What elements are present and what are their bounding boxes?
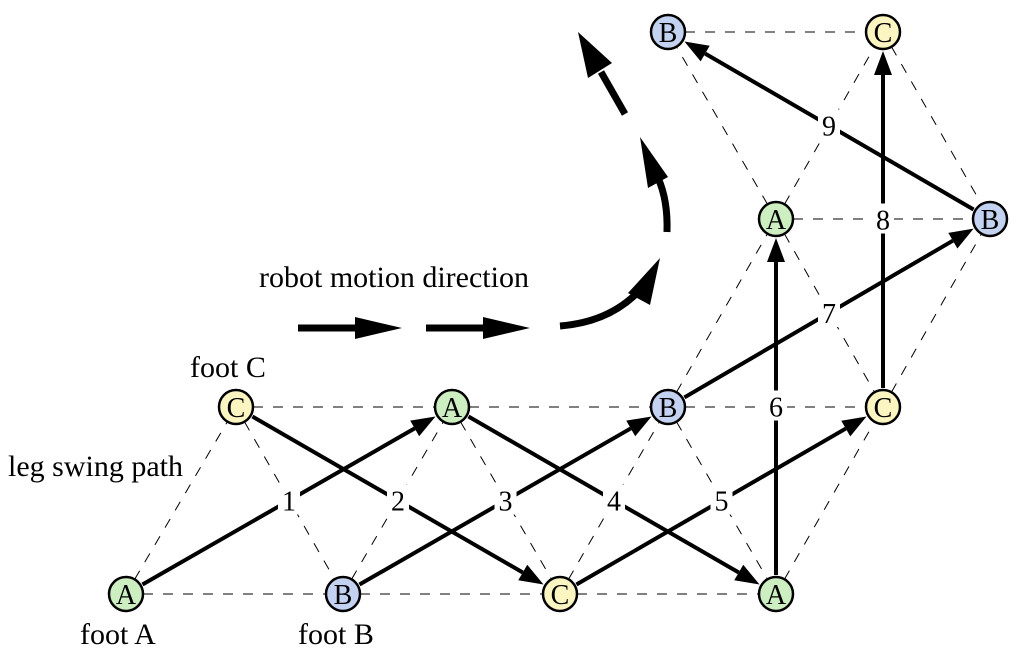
leg-swing-path-label: leg swing path bbox=[8, 450, 183, 483]
step-arrow-head bbox=[626, 416, 652, 437]
step-arrow-head bbox=[734, 564, 760, 585]
step-number-label: 6 bbox=[769, 393, 783, 424]
dashed-lattice bbox=[134, 31, 983, 595]
foot-node-letter: A bbox=[766, 580, 787, 611]
foot-node-circle bbox=[864, 388, 902, 426]
step-number-label: 8 bbox=[876, 206, 890, 237]
step-label-background bbox=[818, 297, 840, 327]
foot-node-circle bbox=[864, 13, 902, 51]
foot-node-c: C bbox=[864, 13, 902, 51]
foot-node-circle bbox=[649, 13, 687, 51]
foot-node-letter: B bbox=[659, 18, 678, 49]
foot-node-letter: C bbox=[874, 393, 893, 424]
motion-curve-1-head bbox=[628, 258, 660, 305]
step-arrow-head bbox=[841, 416, 867, 437]
motion-dash-3 bbox=[597, 70, 629, 116]
foot-node-b: B bbox=[971, 200, 1009, 238]
lattice-edge bbox=[676, 46, 768, 205]
foot-b-label: foot B bbox=[298, 618, 374, 651]
step-number-label: 2 bbox=[391, 487, 405, 518]
robot-motion-direction-label: robot motion direction bbox=[259, 261, 529, 294]
motion-curve-1 bbox=[559, 287, 643, 330]
motion-curve-2-head bbox=[640, 137, 668, 188]
foot-node-circle bbox=[757, 200, 795, 238]
step-label-background bbox=[710, 484, 733, 515]
foot-node-circle bbox=[971, 200, 1009, 238]
foot-a-label: foot A bbox=[80, 618, 156, 651]
step-arrow-head bbox=[874, 51, 892, 75]
foot-node-circle bbox=[649, 388, 687, 426]
step-number-label: 9 bbox=[822, 112, 836, 143]
foot-nodes: A B C A C A B C A B B C bbox=[107, 13, 1009, 613]
foot-node-circle bbox=[107, 575, 145, 613]
foot-node-letter: B bbox=[981, 205, 1000, 236]
step-label-background bbox=[872, 203, 894, 234]
step-arrow-head bbox=[767, 238, 785, 262]
step-label-background bbox=[278, 484, 300, 515]
foot-node-a: A bbox=[757, 575, 795, 613]
lattice-edge bbox=[891, 46, 982, 205]
foot-node-c: C bbox=[541, 575, 579, 613]
foot-node-circle bbox=[757, 575, 795, 613]
step-number-label: 1 bbox=[282, 487, 296, 518]
motion-dash-1-head bbox=[355, 317, 402, 339]
foot-c-label: foot C bbox=[190, 351, 266, 384]
motion-curve-2 bbox=[654, 176, 671, 233]
motion-direction-arrow bbox=[298, 32, 671, 339]
foot-node-letter: B bbox=[659, 393, 678, 424]
foot-node-circle bbox=[324, 575, 362, 613]
step-arrows: 1 2 3 4 5 6 7 8 9 bbox=[141, 41, 975, 587]
motion-dash-2-head bbox=[483, 317, 530, 339]
motion-dash-3-head bbox=[578, 32, 612, 78]
foot-node-circle bbox=[433, 388, 471, 426]
step-label-background bbox=[818, 109, 840, 140]
foot-node-c: C bbox=[217, 388, 255, 426]
step-label-background bbox=[494, 484, 517, 515]
foot-node-letter: A bbox=[442, 393, 463, 424]
foot-node-b: B bbox=[649, 13, 687, 51]
step-number-label: 7 bbox=[822, 299, 836, 330]
step-arrow-head bbox=[518, 564, 544, 585]
foot-node-letter: C bbox=[551, 580, 570, 611]
step-arrow-head bbox=[948, 228, 974, 249]
step-arrow-head bbox=[410, 416, 436, 437]
foot-node-letter: B bbox=[334, 580, 353, 611]
step-number-label: 3 bbox=[499, 487, 513, 518]
lattice-edge bbox=[676, 233, 768, 393]
step-label-background bbox=[765, 390, 787, 421]
foot-node-a: A bbox=[433, 388, 471, 426]
step-number-label: 5 bbox=[715, 487, 729, 518]
foot-node-a: A bbox=[757, 200, 795, 238]
foot-node-letter: A bbox=[766, 205, 787, 236]
step-arrow-head bbox=[684, 41, 710, 62]
foot-node-letter: C bbox=[227, 393, 246, 424]
step-number-label: 4 bbox=[607, 487, 621, 518]
foot-node-b: B bbox=[324, 575, 362, 613]
foot-node-b: B bbox=[649, 388, 687, 426]
foot-node-a: A bbox=[107, 575, 145, 613]
lattice-edge bbox=[784, 421, 875, 580]
foot-node-c: C bbox=[864, 388, 902, 426]
step-label-background bbox=[387, 484, 409, 515]
foot-node-circle bbox=[541, 575, 579, 613]
lattice-edge bbox=[134, 421, 228, 580]
foot-node-letter: C bbox=[874, 18, 893, 49]
foot-node-circle bbox=[217, 388, 255, 426]
step-label-background bbox=[603, 484, 625, 515]
lattice-edge bbox=[890, 233, 983, 393]
foot-node-letter: A bbox=[116, 580, 137, 611]
